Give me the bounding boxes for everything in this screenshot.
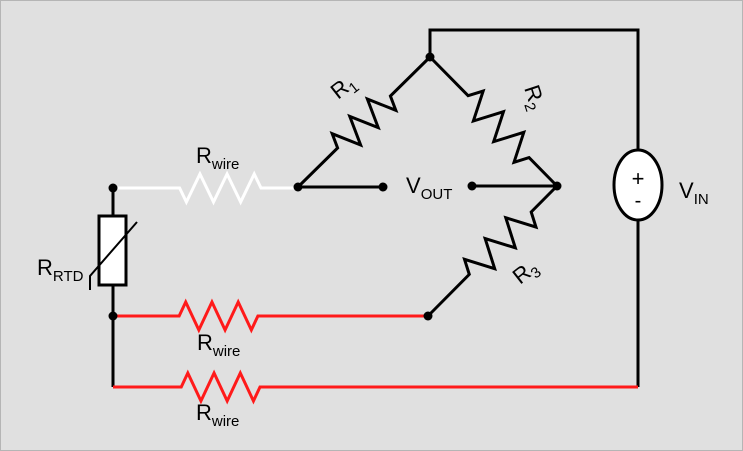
label-rtd: RRTD	[37, 255, 84, 285]
minus-sign: -	[635, 190, 642, 212]
label-vout: VOUT	[406, 173, 452, 203]
label-rwire-bottom: Rwire	[196, 400, 239, 430]
plus-sign: +	[632, 166, 645, 191]
resistor-r1	[296, 55, 432, 189]
wire-top	[428, 28, 640, 150]
rtd-element	[89, 214, 138, 290]
lead-wire-white	[113, 170, 298, 206]
label-vin: VIN	[679, 178, 709, 208]
label-r1: R1	[326, 69, 363, 107]
label-rwire-top: Rwire	[196, 143, 239, 173]
nodes	[108, 52, 562, 321]
resistor-r2	[428, 55, 559, 188]
voltage-source: + -	[612, 148, 664, 222]
label-rwire-middle: Rwire	[197, 330, 240, 360]
label-r2: R2	[515, 82, 550, 114]
label-r3: R3	[508, 254, 545, 292]
lead-wire-red-bottom	[113, 369, 638, 405]
lead-wire-red-middle	[113, 298, 428, 334]
resistor-r3	[426, 184, 559, 318]
